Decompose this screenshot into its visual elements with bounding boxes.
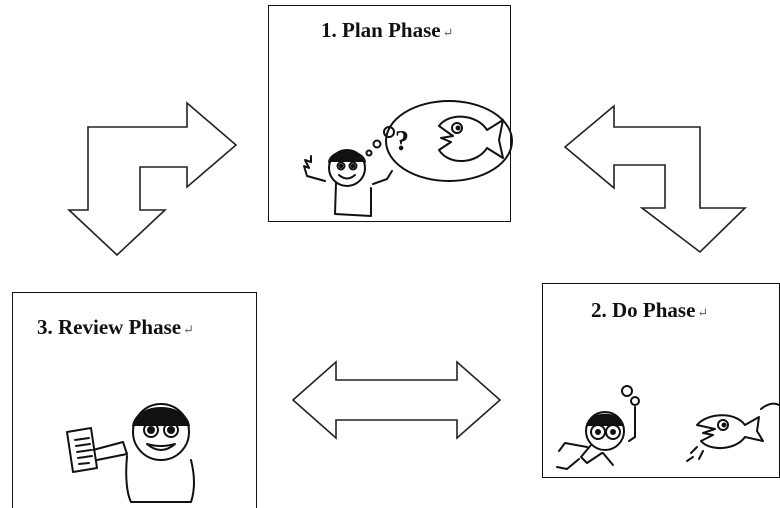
review-phase-title: 3. Review Phase↵: [37, 315, 194, 339]
plan-phase-box: 1. Plan Phase↵ ?: [268, 5, 513, 222]
fish-in-bubble-icon: [438, 115, 504, 163]
do-phase-box: 2. Do Phase↵: [542, 283, 780, 478]
kid-head: [328, 149, 366, 187]
arrow-review-to-plan: [66, 101, 238, 257]
paper-icon: [66, 427, 98, 473]
return-mark-icon: ↵: [697, 305, 709, 320]
thinking-kid-illustration: ?: [303, 100, 513, 217]
question-mark: ?: [395, 126, 409, 157]
presenting-kid-illustration: [66, 403, 195, 503]
arrow-plan-to-do: [563, 104, 747, 254]
do-phase-title: 2. Do Phase↵: [591, 298, 709, 322]
review-phase-box: 3. Review Phase↵: [12, 292, 257, 508]
diver-head: [585, 411, 625, 451]
fish-icon: [696, 414, 764, 449]
return-mark-icon: ↵: [183, 322, 194, 337]
arrow-do-review: [291, 360, 502, 440]
kid-head: [132, 403, 190, 461]
return-mark-icon: ↵: [442, 25, 454, 40]
diving-kid-illustration: [556, 385, 779, 470]
plan-phase-title: 1. Plan Phase↵: [321, 18, 454, 42]
thought-bubble: [385, 100, 513, 182]
